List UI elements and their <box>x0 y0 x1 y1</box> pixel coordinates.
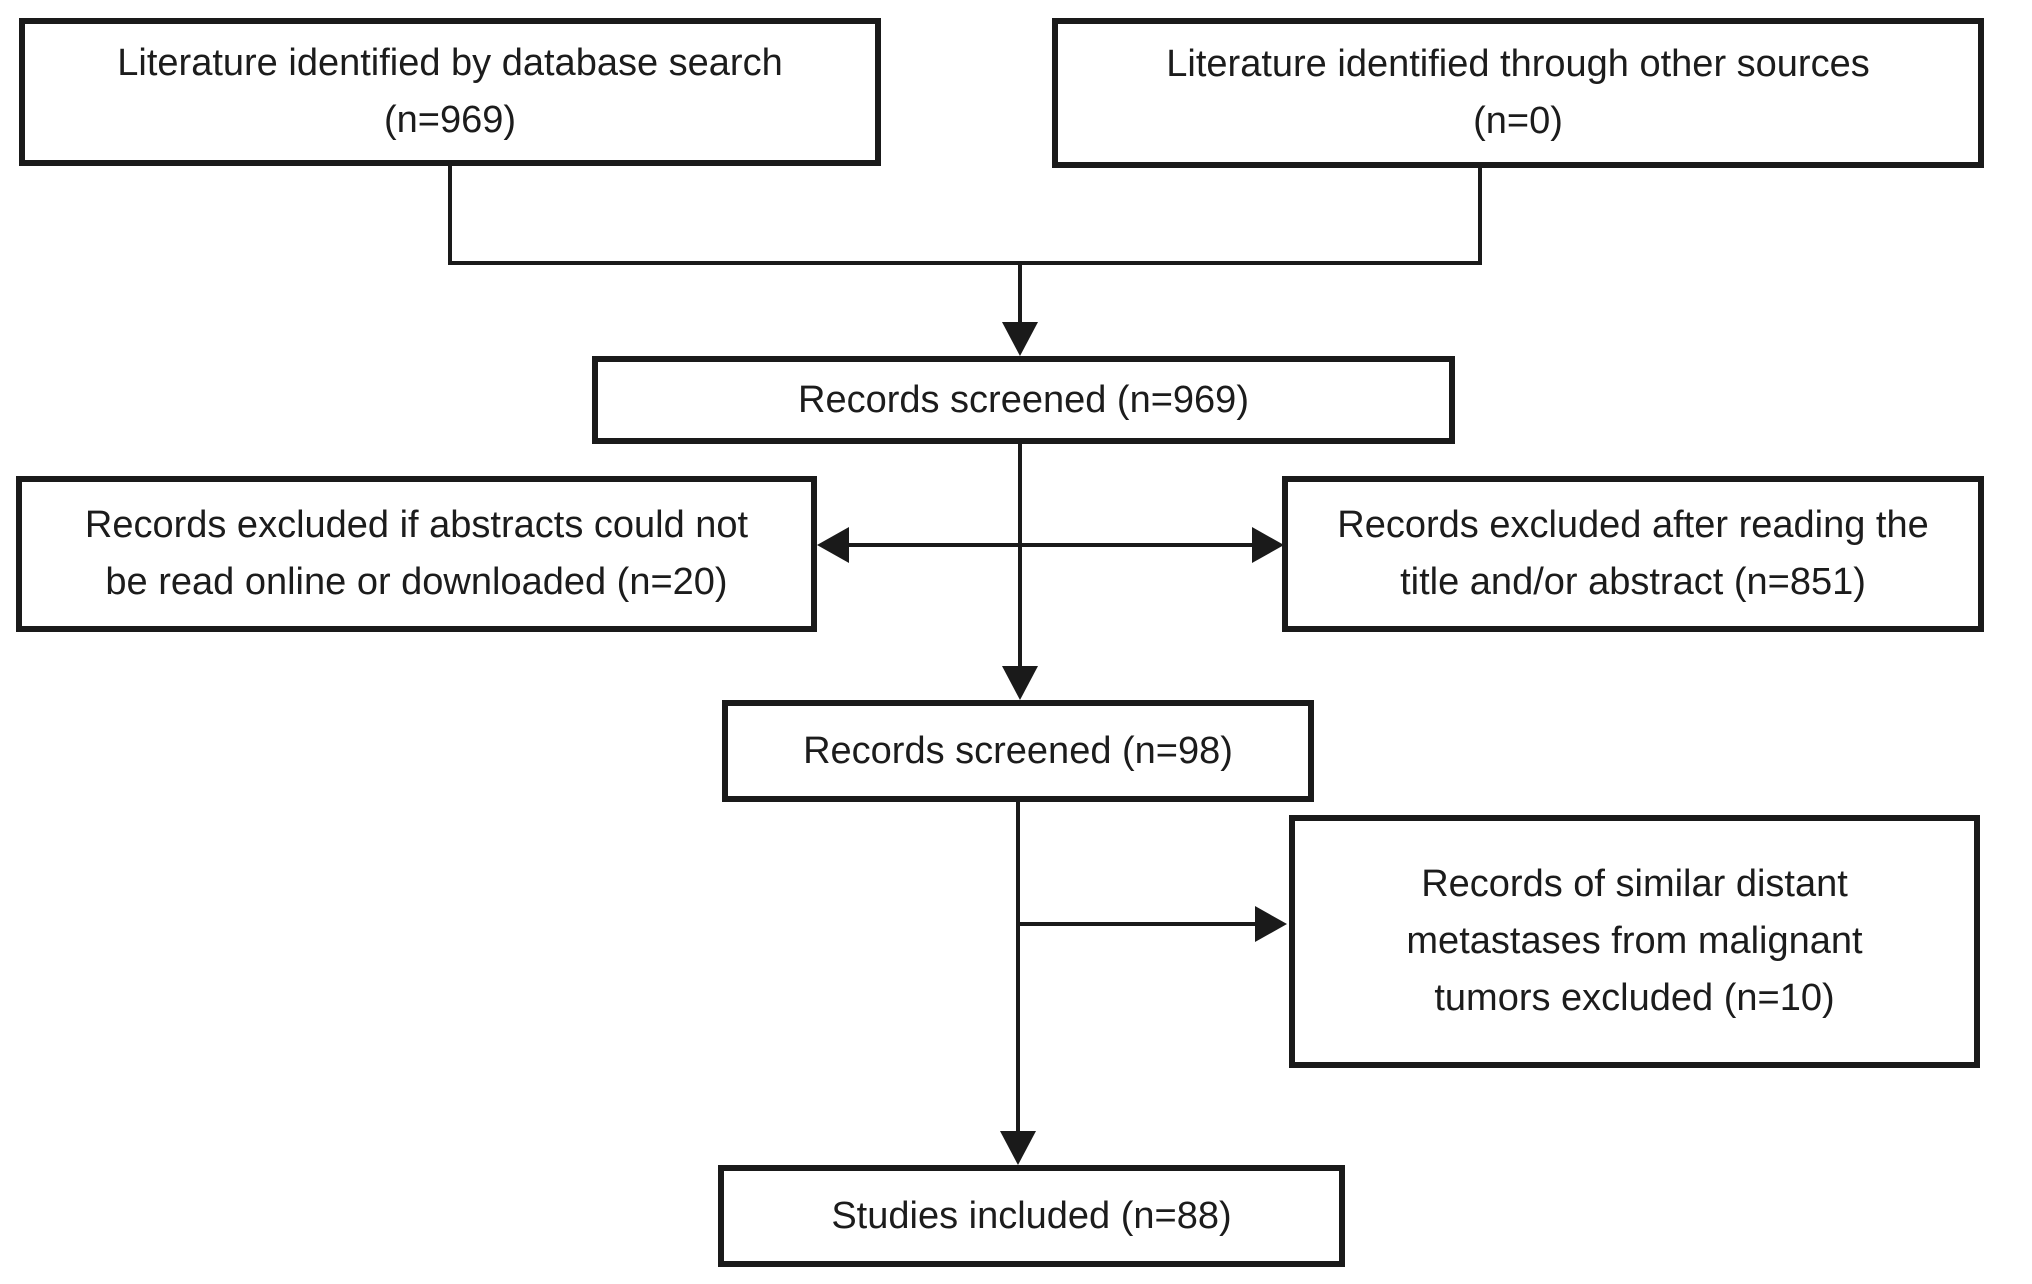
box-text-line: title and/or abstract (n=851) <box>1400 561 1866 603</box>
arrow-head-left <box>817 527 849 563</box>
box-text-line: Records excluded if abstracts could not <box>84 504 749 546</box>
arrow-head-right <box>1255 906 1287 942</box>
box-text-line: Records screened (n=969) <box>798 378 1249 421</box>
box-text-line: Literature identified through other sour… <box>1166 43 1870 85</box>
box-text-line: Records excluded after reading the <box>1337 504 1929 546</box>
connector-merge-to-screened <box>1018 263 1022 325</box>
box-text-line: Studies included (n=88) <box>831 1194 1232 1237</box>
connector-merge-bar <box>448 261 1482 265</box>
connector-screened98-to-included <box>1016 800 1020 1131</box>
box-excluded-title-abstract: Records excluded after reading the title… <box>1282 476 1984 632</box>
box-records-screened-969: Records screened (n=969) <box>592 356 1455 444</box>
box-text-line: Records screened (n=98) <box>803 729 1233 772</box>
box-literature-other-sources: Literature identified through other sour… <box>1052 18 1984 168</box>
connector-branch-metastases <box>1018 922 1255 926</box>
box-excluded-abstracts-unavailable: Records excluded if abstracts could not … <box>16 476 817 632</box>
box-count-line: (n=969) <box>383 99 517 141</box>
box-text-line: Literature identified by database search <box>117 42 783 84</box>
connector-screened969-to-screened98 <box>1018 442 1022 668</box>
box-count-line: (n=0) <box>1473 100 1563 142</box>
connector-exclusion-bar <box>845 543 1255 547</box>
box-studies-included: Studies included (n=88) <box>718 1165 1345 1267</box>
box-excluded-similar-metastases: Records of similar distant metastases fr… <box>1289 815 1980 1068</box>
box-literature-database-search: Literature identified by database search… <box>19 18 881 166</box>
arrow-head-down <box>1002 666 1038 700</box>
connector-db-search-drop <box>448 164 452 265</box>
arrow-head-down <box>1000 1131 1036 1165</box>
box-records-screened-98: Records screened (n=98) <box>722 700 1314 802</box>
arrow-head-down <box>1002 322 1038 356</box>
box-text-line: tumors excluded (n=10) <box>1434 977 1835 1019</box>
box-text-line: be read online or downloaded (n=20) <box>105 561 728 603</box>
box-text-line: metastases from malignant <box>1406 920 1863 962</box>
connector-other-sources-drop <box>1478 166 1482 265</box>
arrow-head-right <box>1252 527 1284 563</box>
box-text-line: Records of similar distant <box>1421 863 1848 905</box>
